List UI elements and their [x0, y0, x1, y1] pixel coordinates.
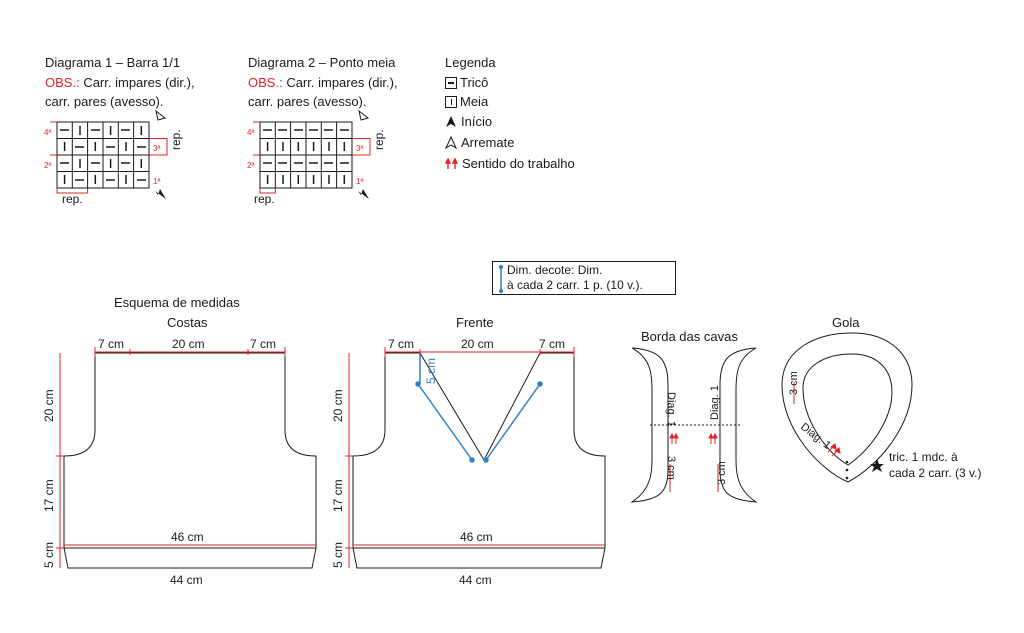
diagram2-obs-text1: Carr. impares (dir.),	[286, 75, 398, 90]
legend-label-meia: Meia	[460, 94, 489, 109]
diagram2-obs-line2: carr. pares (avesso).	[248, 94, 367, 109]
frente-height-bottom: 5 cm	[331, 542, 345, 568]
costas-height-mid: 17 cm	[42, 479, 56, 512]
frente-top-left: 7 cm	[388, 337, 414, 351]
costas-width-body: 46 cm	[171, 530, 204, 544]
gola-inner	[802, 353, 893, 466]
costas-width-hem: 44 cm	[170, 573, 203, 587]
borda-direction-arrows	[669, 432, 718, 444]
diagram1-rep-brackets	[50, 121, 168, 194]
diagram1-row-1: 1ª	[153, 177, 160, 186]
costas-outline	[63, 352, 317, 569]
gola-star-icon	[870, 459, 884, 472]
frente-top-right: 7 cm	[539, 337, 565, 351]
tricot-symbol-icon	[445, 77, 457, 89]
gola-title: Gola	[832, 315, 860, 330]
diagram1-grid	[56, 121, 150, 189]
frente-height-top: 20 cm	[331, 389, 345, 422]
costas-top-left: 7 cm	[98, 337, 124, 351]
diagram1-row-2: 2ª	[44, 161, 51, 170]
frente-top-mid: 20 cm	[461, 337, 494, 351]
diagram1-title: Diagrama 1 – Barra 1/1	[45, 55, 181, 70]
gola-diag: Diag. 1	[798, 421, 833, 452]
costas-height-top: 20 cm	[42, 389, 56, 422]
legend-item-tricot: Tricô	[445, 75, 488, 91]
legend-title: Legenda	[445, 55, 496, 70]
decote-note-box: Dim. decote: Dim. à cada 2 carr. 1 p. (1…	[492, 261, 676, 295]
diagram2-arremate-icon	[358, 109, 370, 121]
frente-title: Frente	[456, 315, 494, 330]
gola-note-line1: tric. 1 mdc. à	[889, 450, 958, 464]
borda-left-piece	[630, 347, 669, 503]
borda-right-diag: Diag. 1	[709, 385, 721, 420]
frente-height-mid: 17 cm	[331, 479, 345, 512]
frente-width-hem: 44 cm	[459, 573, 492, 587]
diagram2-row-1: 1ª	[356, 177, 363, 186]
costas-height-bottom: 5 cm	[42, 542, 56, 568]
legend-label-inicio: Início	[461, 114, 493, 129]
legend-item-sentido: Sentido do trabalho	[445, 156, 575, 172]
borda-left-diag: Diag. 1	[665, 392, 677, 427]
diagram2-grid	[259, 121, 353, 189]
diagram2-row-4: 4ª	[247, 128, 254, 137]
direction-arrows-icon	[445, 158, 459, 169]
borda-left-cm: 3 cm	[665, 456, 677, 480]
legend-label-arremate: Arremate	[461, 135, 515, 150]
meia-symbol-icon	[445, 96, 457, 108]
diagram1-row-3: 3ª	[153, 144, 160, 153]
schema-title: Esquema de medidas	[114, 295, 240, 310]
diagram1-arremate-icon	[155, 109, 167, 121]
diagram1-inicio-icon	[155, 189, 166, 199]
diagram2-inicio-icon	[358, 189, 369, 199]
frente-neck-depth: 5 cm	[424, 358, 438, 384]
gola-cm: 3 cm	[788, 371, 800, 395]
decote-note-line2: à cada 2 carr. 1 p. (10 v.).	[507, 278, 643, 292]
diagram2-row-2: 2ª	[247, 161, 254, 170]
inicio-arrow-icon	[446, 116, 456, 127]
diagram1-obs-line2: carr. pares (avesso).	[45, 94, 164, 109]
diagram1-obs-label: OBS.:	[45, 75, 80, 90]
frente-measure-lines	[345, 347, 605, 568]
borda-title: Borda das cavas	[641, 329, 738, 344]
diagram2-title: Diagrama 2 – Ponto meia	[248, 55, 396, 70]
gola-note-line2: cada 2 carr. (3 v.)	[889, 466, 981, 480]
frente-neck-decrease	[415, 353, 543, 463]
legend-item-inicio: Início	[445, 114, 492, 130]
frente-outline	[352, 352, 606, 569]
diagram2-symbols	[263, 129, 349, 184]
decote-marker-icon	[499, 265, 503, 293]
decote-note-line1: Dim. decote: Dim.	[507, 263, 603, 277]
diagram2-obs-label: OBS.:	[248, 75, 283, 90]
diagram2-row-3: 3ª	[356, 144, 363, 153]
costas-title: Costas	[167, 315, 208, 330]
diagram2-rep-bottom: rep.	[254, 192, 275, 206]
gola-dots	[845, 460, 849, 480]
diagram2-rep-brackets	[253, 121, 371, 194]
diagram1-symbols	[60, 126, 146, 184]
borda-right-cm: 3 cm	[716, 461, 728, 485]
diagram2-obs-line1: OBS.: Carr. impares (dir.),	[248, 75, 398, 91]
legend-item-arremate: Arremate	[445, 135, 514, 151]
diagram2-rep-side: rep.	[372, 129, 386, 150]
costas-measure-lines	[56, 347, 316, 568]
legend-item-meia: Meia	[445, 94, 488, 110]
costas-top-mid: 20 cm	[172, 337, 205, 351]
diagram1-rep-bottom: rep.	[62, 192, 83, 206]
legend-label-tricot: Tricô	[460, 75, 489, 90]
costas-top-right: 7 cm	[250, 337, 276, 351]
borda-measure-lines	[669, 464, 719, 492]
diagram1-rep-side: rep.	[169, 129, 183, 150]
diagram1-row-4: 4ª	[44, 128, 51, 137]
gola-direction-arrows	[827, 443, 841, 457]
diagram1-obs-text1: Carr. impares (dir.),	[83, 75, 195, 90]
diagram1-obs-line1: OBS.: Carr. impares (dir.),	[45, 75, 195, 91]
legend-label-sentido: Sentido do trabalho	[462, 156, 575, 171]
borda-right-piece	[719, 347, 758, 503]
frente-width-body: 46 cm	[460, 530, 493, 544]
arremate-arrow-icon	[445, 136, 457, 149]
gola-outer	[781, 332, 913, 483]
